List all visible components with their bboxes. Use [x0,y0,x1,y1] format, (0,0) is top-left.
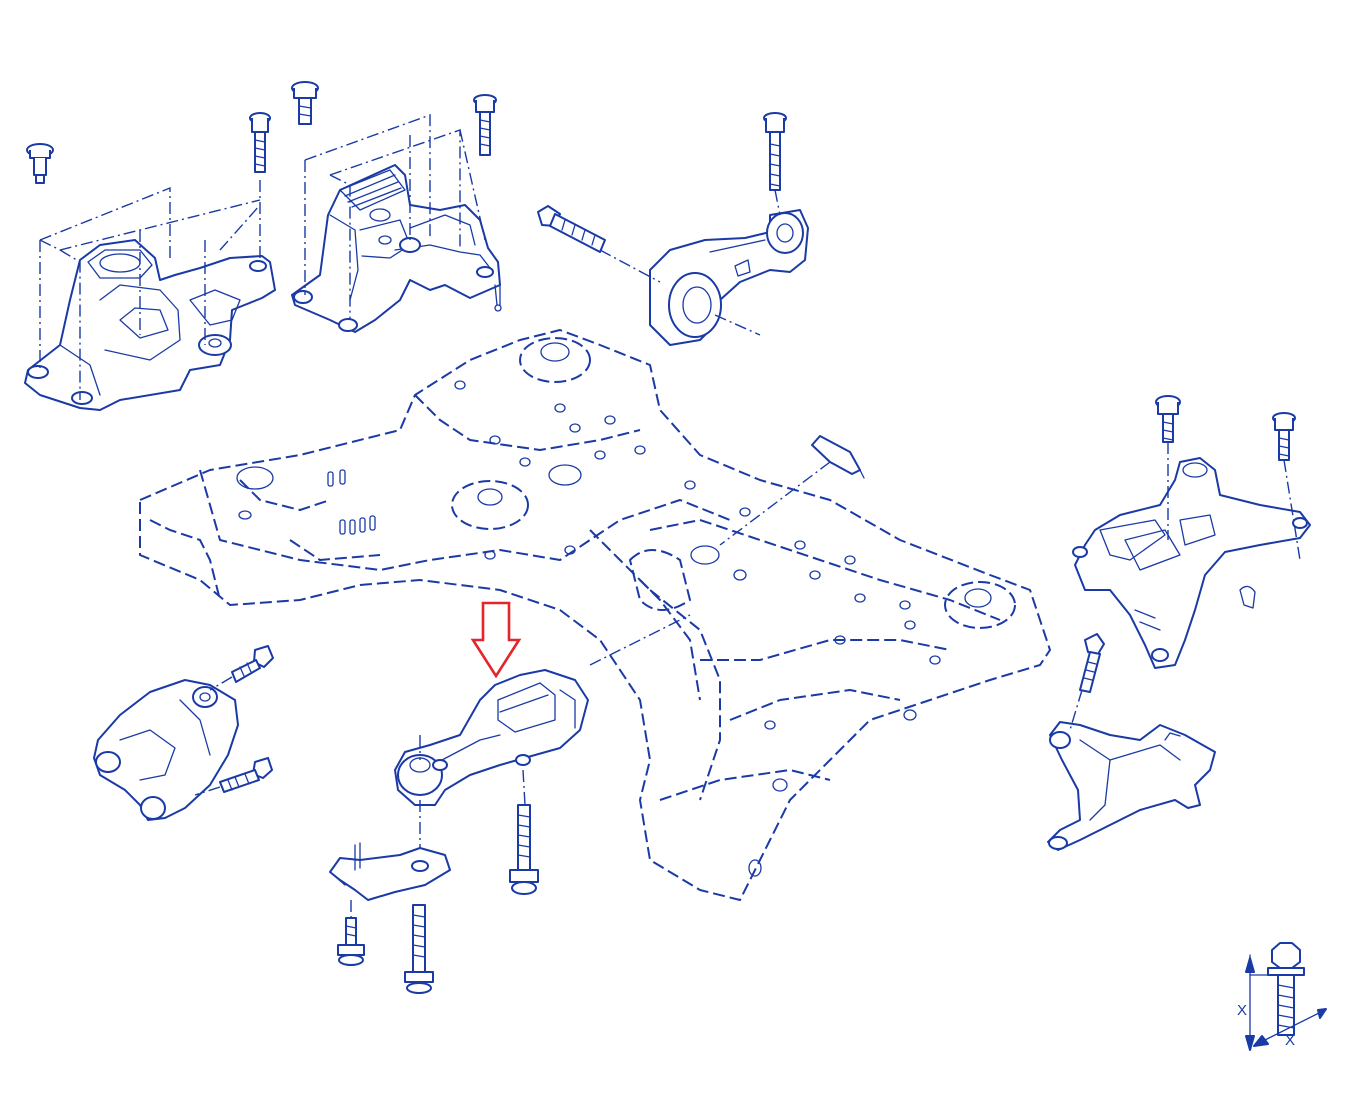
bolt-torque-rod-horizontal [537,205,606,253]
subframe [139,329,1051,901]
bolt-support-left-2 [219,757,273,793]
bolt-bracket-right [1079,633,1105,693]
bolt-left-2 [249,112,271,173]
upper-torque-rod [537,112,809,346]
engine-mount-left [24,112,276,411]
bolt-bracket-long [404,904,434,994]
dimension-legend: X X [1237,942,1327,1051]
subframe-tower-middle [451,480,529,530]
gearbox-mount-right [1072,395,1311,669]
bracket-right-lower [1047,633,1216,851]
bolt-support-left-1 [231,645,274,683]
dimension-label-horizontal: X [1285,1032,1295,1049]
subframe-tower-front [519,337,591,383]
rear-torque-rod-mount [329,669,589,994]
bolt-left-1 [26,143,54,184]
bolt-torque-rod-lower [509,804,539,895]
engine-mount-center [291,81,502,333]
mount-guide-line-clip [719,461,831,546]
bolt-bracket-short [337,917,365,966]
subframe-holes [236,380,941,877]
legend-bolt-icon [1267,942,1305,1036]
bolt-gearbox-1 [1155,395,1181,443]
subframe-clip [811,435,865,479]
bolt-gearbox-2 [1272,412,1296,461]
bolt-torque-rod-vertical [763,112,787,191]
dimension-label-vertical: X [1237,1002,1247,1019]
subframe-tower-rear [944,581,1016,629]
torque-rod-bracket [329,842,451,901]
subframe-slots [327,469,376,535]
gearbox-support-left [93,645,274,821]
bolt-center-1 [291,81,319,125]
highlight-arrow-icon [470,601,522,679]
bolt-center-2 [473,94,497,156]
mount-guide-line-torque-rod [589,614,691,666]
